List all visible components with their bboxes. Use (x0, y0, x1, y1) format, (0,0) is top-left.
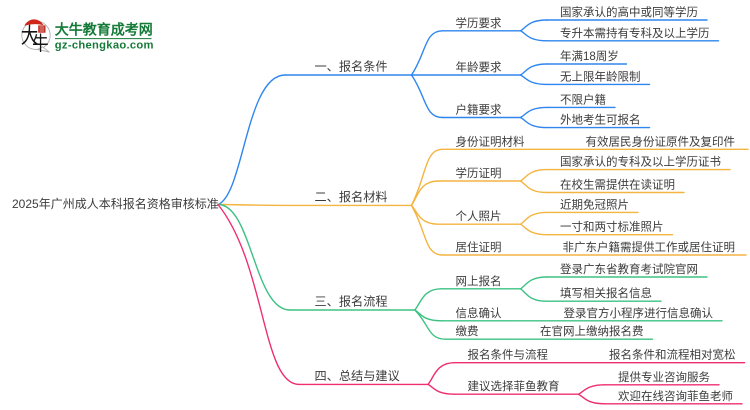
svg-text:网上报名: 网上报名 (456, 274, 502, 288)
svg-text:欢迎在线咨询菲鱼老师: 欢迎在线咨询菲鱼老师 (618, 389, 733, 403)
svg-text:建议选择菲鱼教育: 建议选择菲鱼教育 (468, 379, 560, 393)
svg-text:近期免冠照片: 近期免冠照片 (560, 197, 629, 211)
svg-text:提供专业咨询服务: 提供专业咨询服务 (618, 370, 710, 384)
svg-text:信息确认: 信息确认 (456, 306, 502, 320)
svg-text:四、总结与建议: 四、总结与建议 (315, 369, 400, 383)
svg-text:登录广东省教育考试院官网: 登录广东省教育考试院官网 (560, 262, 698, 276)
svg-text:缴费: 缴费 (456, 324, 479, 338)
svg-text:报名条件与流程: 报名条件与流程 (468, 348, 549, 362)
svg-text:一寸和两寸标准照片: 一寸和两寸标准照片 (560, 220, 664, 234)
svg-text:年龄要求: 年龄要求 (456, 60, 502, 74)
svg-text:外地考生可报名: 外地考生可报名 (560, 113, 641, 127)
svg-text:gz-chengkao.com: gz-chengkao.com (55, 39, 154, 51)
svg-text:报名条件和流程相对宽松: 报名条件和流程相对宽松 (609, 348, 736, 362)
svg-text:填写相关报名信息: 填写相关报名信息 (560, 286, 652, 300)
svg-text:学历证明: 学历证明 (456, 166, 502, 180)
svg-text:不限户籍: 不限户籍 (560, 92, 606, 106)
svg-text:无上限年龄限制: 无上限年龄限制 (560, 69, 641, 83)
svg-text:有效居民身份证原件及复印件: 有效居民身份证原件及复印件 (586, 134, 736, 148)
svg-text:国家承认的专科及以上学历证书: 国家承认的专科及以上学历证书 (560, 155, 721, 169)
svg-text:在校生需提供在读证明: 在校生需提供在读证明 (560, 178, 675, 192)
svg-text:个人照片: 个人照片 (456, 210, 502, 223)
svg-text:学历要求: 学历要求 (456, 16, 502, 30)
svg-text:居住证明: 居住证明 (456, 240, 502, 254)
svg-text:在官网上缴纳报名费: 在官网上缴纳报名费 (540, 324, 644, 338)
svg-text:年满18周岁: 年满18周岁 (560, 49, 619, 63)
svg-text:大牛教育成考网: 大牛教育成考网 (55, 22, 153, 38)
svg-text:牛: 牛 (32, 33, 49, 55)
svg-text:二、报名材料: 二、报名材料 (315, 189, 388, 204)
svg-text:非广东户籍需提供工作或居住证明: 非广东户籍需提供工作或居住证明 (563, 240, 736, 254)
svg-text:登录官方小程序进行信息确认: 登录官方小程序进行信息确认 (564, 306, 714, 320)
svg-text:大: 大 (21, 24, 38, 48)
svg-text:户籍要求: 户籍要求 (456, 103, 502, 117)
svg-text:身份证明材料: 身份证明材料 (456, 134, 525, 148)
svg-text:一、报名条件: 一、报名条件 (315, 59, 388, 74)
svg-text:专升本需持有专科及以上学历: 专升本需持有专科及以上学历 (560, 26, 710, 40)
svg-text:国家承认的高中或同等学历: 国家承认的高中或同等学历 (560, 5, 698, 19)
svg-text:三、报名流程: 三、报名流程 (315, 294, 388, 309)
svg-text:2025年广州成人本科报名资格审核标准: 2025年广州成人本科报名资格审核标准 (12, 196, 219, 211)
